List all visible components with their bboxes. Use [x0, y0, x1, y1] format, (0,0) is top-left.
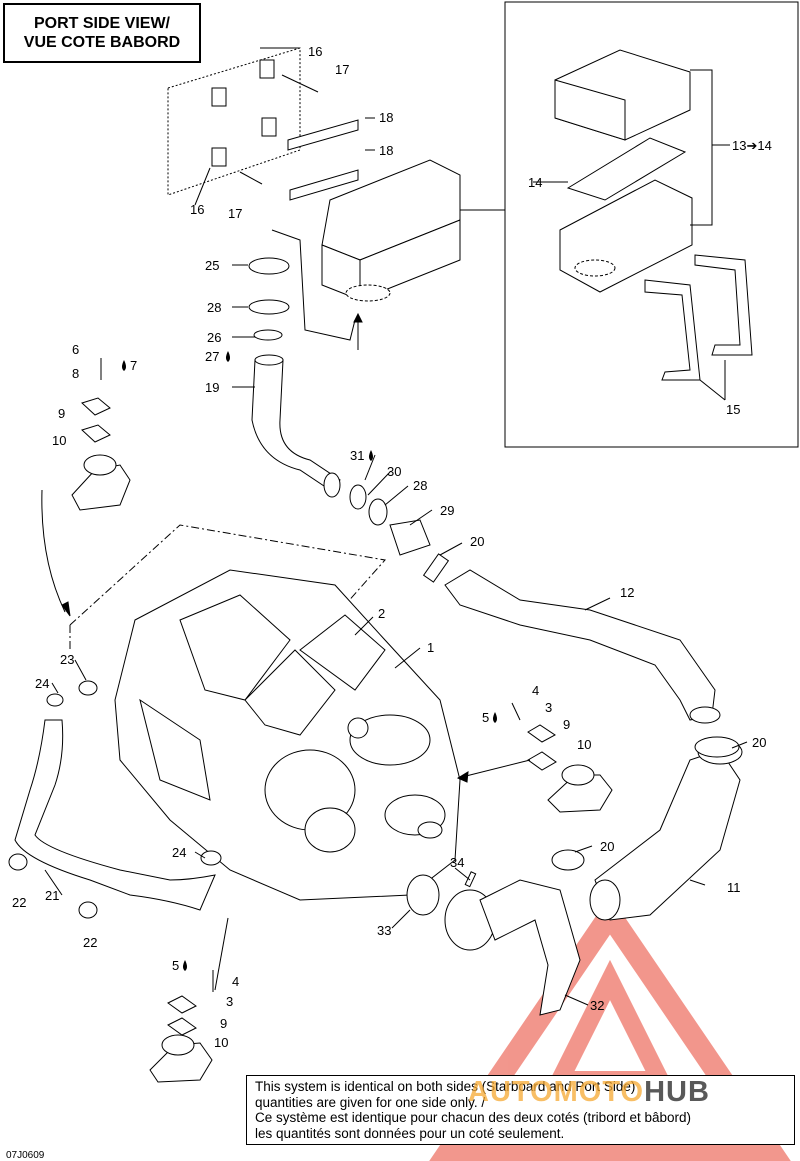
callout-2: 2 [378, 606, 385, 621]
callout-23: 23 [60, 652, 74, 667]
watermark-part1: AUTOMOTO [468, 1076, 645, 1108]
callout-10b: 10 [577, 737, 591, 752]
callout-20b: 20 [752, 735, 766, 750]
note-line4: les quantités sont données pour un coté … [255, 1125, 565, 1141]
callout-33: 33 [377, 923, 391, 938]
callout-24b: 24 [172, 845, 186, 860]
sealant-drop-icons [122, 351, 497, 971]
elbow-32 [406, 871, 581, 1016]
drop-icon [122, 360, 126, 371]
callout-20a: 20 [470, 534, 484, 549]
callout-5b: 5 [172, 958, 179, 973]
callout-17b: 17 [228, 206, 242, 221]
drop-icon [226, 351, 230, 362]
view-title-line2: VUE COTE BABORD [23, 34, 181, 51]
note-line2: quantities are given for one side only. … [255, 1094, 486, 1110]
callout-17a: 17 [335, 62, 349, 77]
callout-22a: 22 [12, 895, 26, 910]
callout-4a: 4 [532, 683, 539, 698]
callout-9b: 9 [563, 717, 570, 732]
callout-18a: 18 [379, 110, 393, 125]
tube-12 [422, 553, 721, 724]
callout-28a: 28 [207, 300, 221, 315]
note-line3: Ce système est identique pour chacun des… [255, 1110, 691, 1125]
callout-18b: 18 [379, 143, 393, 158]
hose-21 [8, 680, 222, 919]
callout-16a: 16 [308, 44, 322, 59]
watermark-part2: HUB [644, 1076, 710, 1108]
callout-1: 1 [427, 640, 434, 655]
callout-20c: 20 [600, 839, 614, 854]
callout-8: 8 [72, 366, 79, 381]
engine [114, 569, 461, 901]
diagram-code: 07J0609 [6, 1150, 45, 1161]
hose-19 [248, 229, 431, 556]
callout-12: 12 [620, 585, 634, 600]
strip-parts [287, 119, 359, 201]
callout-31: 31 [350, 448, 364, 463]
callout-15: 15 [726, 402, 740, 417]
callout-6: 6 [72, 342, 79, 357]
inset-box [504, 1, 799, 448]
callout-28b: 28 [413, 478, 427, 493]
callout-24a: 24 [35, 676, 49, 691]
callout-29: 29 [440, 503, 454, 518]
callout-14: 14 [528, 175, 542, 190]
callout-22b: 22 [83, 935, 97, 950]
callout-34: 34 [450, 855, 464, 870]
callout-30: 30 [387, 464, 401, 479]
drop-icon [369, 450, 373, 461]
callout-11: 11 [727, 880, 741, 895]
watermark-text: AUTOMOTOHUB [468, 1076, 710, 1109]
callout-10c: 10 [214, 1035, 228, 1050]
bracket-panel [167, 47, 319, 196]
callout-5a: 5 [482, 710, 489, 725]
callout-4b: 4 [232, 974, 239, 989]
callout-21: 21 [45, 888, 59, 903]
note-line1: This system is identical on both sides (… [255, 1079, 636, 1094]
view-title-line1: PORT SIDE VIEW/ [33, 15, 170, 32]
callout-9c: 9 [220, 1016, 227, 1031]
callout-3a: 3 [545, 700, 552, 715]
engine-frame [69, 524, 386, 650]
engine-mounts [71, 358, 613, 1083]
view-title: PORT SIDE VIEW/ VUE COTE BABORD [3, 3, 201, 63]
callout-27: 27 [205, 349, 219, 364]
callout-32: 32 [590, 998, 604, 1013]
leader-lines [41, 47, 748, 1006]
callout-19: 19 [205, 380, 219, 395]
callout-3b: 3 [226, 994, 233, 1009]
callout-13-14: 13➔14 [732, 138, 772, 153]
drop-icon [493, 712, 497, 723]
callout-9a: 9 [58, 406, 65, 421]
hose-11 [551, 736, 743, 921]
note-box: This system is identical on both sides (… [246, 1075, 795, 1145]
drop-icon [183, 960, 187, 971]
callout-10a: 10 [52, 433, 66, 448]
air-box [321, 159, 505, 302]
callout-25: 25 [205, 258, 219, 273]
callout-26: 26 [207, 330, 221, 345]
callout-7: 7 [130, 358, 137, 373]
callout-labels: 16 17 18 18 16 17 13➔14 14 15 25 28 26 2… [12, 44, 772, 1050]
callout-16b: 16 [190, 202, 204, 217]
